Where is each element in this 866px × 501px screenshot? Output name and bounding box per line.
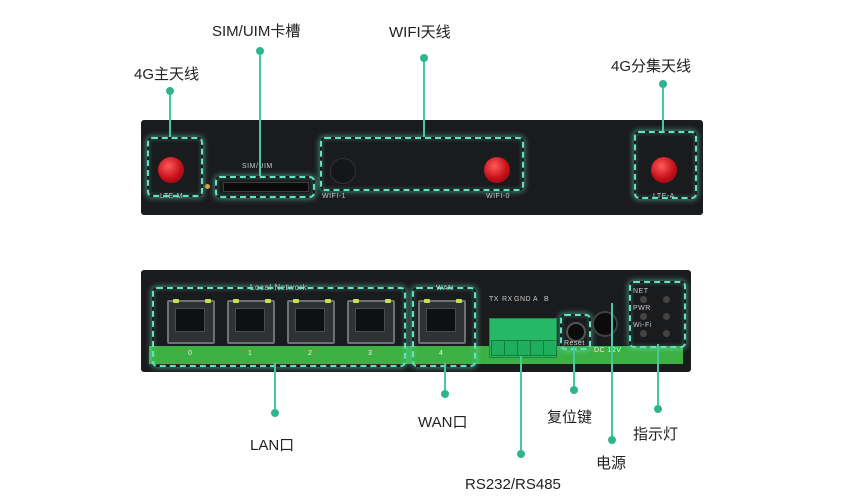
callout-line xyxy=(259,55,261,176)
lte-a-label: LTE-A xyxy=(653,193,675,200)
led-net xyxy=(640,296,647,303)
wifi-0-antenna-connector xyxy=(484,157,510,183)
terminal-pin-a: A xyxy=(533,296,539,303)
dc-label: DC 12V xyxy=(594,347,622,354)
led-wifi-label: Wi-Fi xyxy=(633,322,652,329)
callout-line xyxy=(423,62,425,137)
callout-line xyxy=(573,346,575,386)
wifi-1-label: WIFI-1 xyxy=(322,193,346,200)
aux-antenna-connector xyxy=(651,157,677,183)
callout-line xyxy=(520,356,522,450)
sim-uim-label: SIM/UIM xyxy=(242,163,273,170)
led-aux xyxy=(663,296,670,303)
callout-dot xyxy=(608,436,616,444)
led-aux xyxy=(663,313,670,320)
sim-slot-highlight xyxy=(215,176,315,198)
wifi-1-connector xyxy=(330,158,356,184)
callout-dot xyxy=(166,87,174,95)
power-label: 电源 xyxy=(596,455,627,472)
terminal-screw xyxy=(491,340,505,356)
callout-dot xyxy=(570,386,578,394)
wifi-antenna-highlight xyxy=(320,137,524,191)
lan-port-0-number: 0 xyxy=(188,350,193,357)
main-antenna-highlight xyxy=(147,137,203,197)
lan-port-3 xyxy=(347,299,395,344)
sim-slot-label: SIM/UIM卡槽 xyxy=(212,23,301,40)
callout-dot xyxy=(517,450,525,458)
callout-dot xyxy=(256,47,264,55)
led-wifi xyxy=(640,330,647,337)
wan-port-number: 4 xyxy=(439,350,444,357)
reset-label: Reset xyxy=(564,340,585,347)
wifi-0-label: WIFI-0 xyxy=(486,193,510,200)
callout-dot xyxy=(420,54,428,62)
aux-antenna-highlight xyxy=(634,131,697,199)
wan-label: WAN口 xyxy=(418,414,468,431)
terminal-pin-rx: RX xyxy=(502,296,513,303)
wan-highlight xyxy=(412,287,476,367)
wifi-antenna-label: WIFI天线 xyxy=(389,24,451,41)
callout-line xyxy=(169,95,171,137)
reset-button xyxy=(566,322,586,342)
callout-line xyxy=(274,363,276,409)
lan-label: LAN口 xyxy=(250,437,295,454)
lan-port-1-number: 1 xyxy=(248,350,253,357)
lan-port-2-number: 2 xyxy=(308,350,313,357)
callout-dot xyxy=(659,80,667,88)
lan-port-3-number: 3 xyxy=(368,350,373,357)
led-aux xyxy=(663,330,670,337)
terminal-screw xyxy=(504,340,518,356)
reset-highlight xyxy=(560,314,591,350)
callout-line xyxy=(657,344,659,405)
wan-port xyxy=(418,299,466,344)
router-front-panel xyxy=(141,120,703,215)
indicator-label: 指示灯 xyxy=(633,426,679,443)
main-antenna-connector xyxy=(158,157,184,183)
sim-slot xyxy=(223,182,309,192)
led-pwr xyxy=(640,313,647,320)
led-net-label: NET xyxy=(633,288,649,295)
lan-port-1 xyxy=(227,299,275,344)
dc-jack xyxy=(592,311,618,337)
terminal-screw xyxy=(517,340,531,356)
lan-highlight xyxy=(152,287,406,367)
aux-antenna-label: 4G分集天线 xyxy=(611,58,692,75)
callout-line xyxy=(611,303,613,436)
lan-port-0 xyxy=(167,299,215,344)
main-antenna-label: 4G主天线 xyxy=(134,66,200,83)
callout-dot xyxy=(271,409,279,417)
reset-key-label: 复位键 xyxy=(547,409,593,426)
terminal-pin-gnd: GND xyxy=(514,296,532,303)
callout-line xyxy=(662,88,664,131)
led-pwr-label: PWR xyxy=(633,305,651,312)
callout-dot xyxy=(441,390,449,398)
terminal-pin-tx: TX xyxy=(489,296,499,303)
front-status-led xyxy=(205,184,210,189)
serial-label: RS232/RS485 xyxy=(465,476,561,493)
callout-dot xyxy=(654,405,662,413)
terminal-screw xyxy=(530,340,544,356)
terminal-pin-b: B xyxy=(544,296,550,303)
terminal-screw xyxy=(543,340,557,356)
indicator-highlight xyxy=(629,281,686,348)
callout-line xyxy=(444,363,446,390)
lan-port-2 xyxy=(287,299,335,344)
